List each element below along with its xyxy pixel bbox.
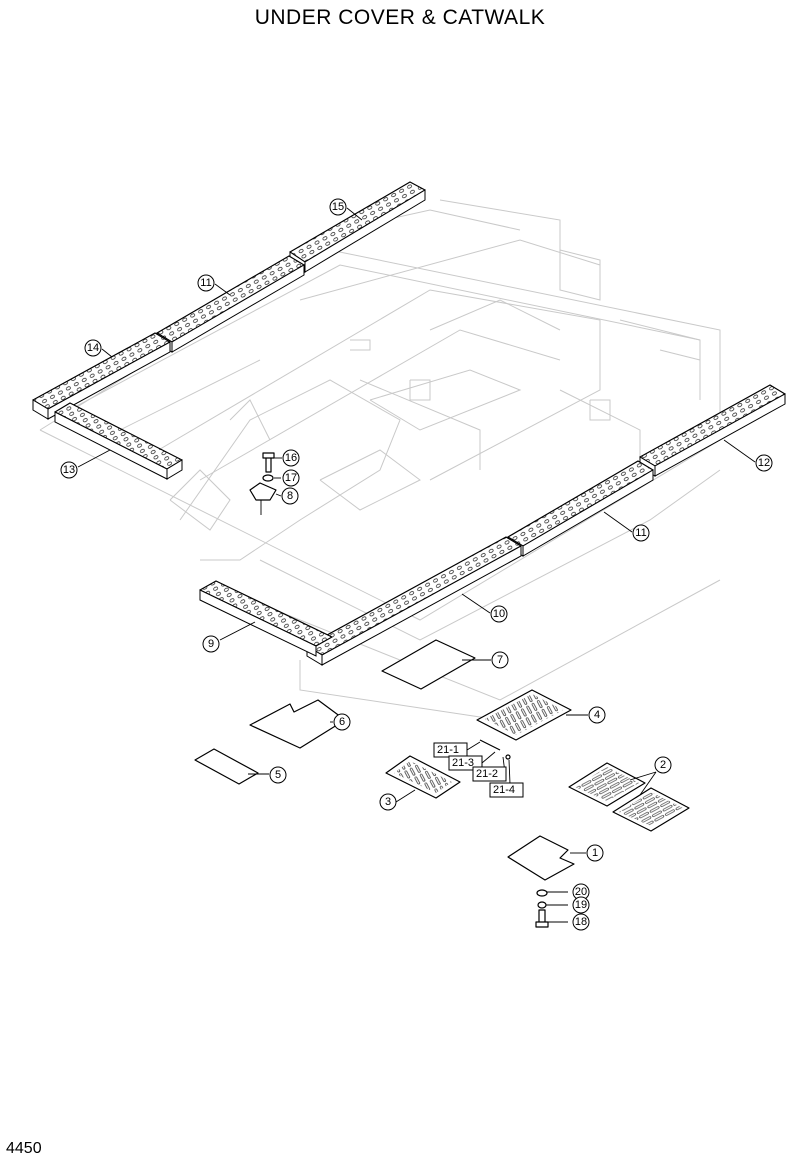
svg-text:14: 14 <box>87 342 99 354</box>
svg-text:17: 17 <box>285 472 297 484</box>
svg-text:13: 13 <box>63 464 75 476</box>
callout-21-4: 21-4 <box>489 782 524 798</box>
callout-4: 4 <box>588 706 606 724</box>
cover-6 <box>249 699 346 749</box>
callout-13: 13 <box>60 461 78 479</box>
callout-8: 8 <box>281 487 299 505</box>
callout-20: 20 <box>572 883 590 901</box>
svg-text:6: 6 <box>339 716 345 728</box>
leader-lines <box>77 207 756 923</box>
callout-11-lower: 11 <box>632 524 650 542</box>
callout-21-2: 21-2 <box>472 766 507 782</box>
callout-17: 17 <box>282 469 300 487</box>
callout-5: 5 <box>269 766 287 784</box>
bolt-16 <box>262 452 275 473</box>
callout-10: 10 <box>490 605 508 623</box>
svg-text:21-3: 21-3 <box>452 757 474 769</box>
svg-text:8: 8 <box>287 490 293 502</box>
callout-16: 16 <box>282 449 300 467</box>
callout-12: 12 <box>755 454 773 472</box>
svg-text:9: 9 <box>208 638 214 650</box>
callout-1: 1 <box>586 844 604 862</box>
bolt-18 <box>535 909 549 928</box>
cover-3 <box>385 755 461 799</box>
svg-text:4: 4 <box>594 709 600 721</box>
svg-text:21-2: 21-2 <box>476 768 498 780</box>
catwalk-13 <box>54 402 183 480</box>
svg-text:11: 11 <box>635 527 646 539</box>
upper-frame-outline <box>39 199 721 721</box>
washer-19 <box>537 901 547 909</box>
washer-20 <box>536 889 548 897</box>
callout-15: 15 <box>329 198 347 216</box>
catwalk-15 <box>289 181 426 273</box>
svg-text:16: 16 <box>285 452 297 464</box>
svg-text:5: 5 <box>275 769 281 781</box>
callout-19: 19 <box>572 896 590 914</box>
cover-1 <box>507 835 575 881</box>
svg-text:20: 20 <box>575 886 587 898</box>
svg-text:19: 19 <box>575 899 587 911</box>
callout-14: 14 <box>84 339 102 357</box>
callout-11-upper: 11 <box>197 274 215 292</box>
page-number: 4450 <box>6 1140 42 1157</box>
catwalk-11-lower <box>507 460 654 557</box>
svg-text:3: 3 <box>385 796 391 808</box>
callout-9: 9 <box>202 635 220 653</box>
pin-21 <box>479 739 511 760</box>
svg-text:2: 2 <box>660 759 666 771</box>
svg-text:7: 7 <box>497 654 503 666</box>
callout-2: 2 <box>654 756 672 774</box>
svg-text:1: 1 <box>592 847 598 859</box>
catwalk-12 <box>639 384 786 477</box>
diagram-title: UNDER COVER & CATWALK <box>254 6 546 29</box>
svg-text:21-1: 21-1 <box>437 744 459 756</box>
catwalk-10 <box>306 536 522 666</box>
svg-text:15: 15 <box>332 201 344 213</box>
cover-7 <box>381 639 476 690</box>
cover-5 <box>194 748 259 785</box>
plate-8 <box>249 482 277 515</box>
catwalk-14 <box>32 332 171 420</box>
cover-2 <box>568 762 690 832</box>
svg-text:12: 12 <box>758 457 770 469</box>
callout-21-1: 21-1 <box>433 742 468 758</box>
callout-18: 18 <box>572 913 590 931</box>
cover-4 <box>476 689 572 741</box>
washer-17 <box>262 474 274 482</box>
callout-7: 7 <box>491 651 509 669</box>
catwalk-11-upper <box>156 255 305 353</box>
callout-3: 3 <box>379 793 397 811</box>
svg-text:10: 10 <box>493 608 505 620</box>
callout-6: 6 <box>333 713 351 731</box>
svg-text:18: 18 <box>575 916 587 928</box>
catwalk-9 <box>199 580 333 657</box>
svg-text:21-4: 21-4 <box>493 784 515 796</box>
svg-text:11: 11 <box>200 277 211 289</box>
